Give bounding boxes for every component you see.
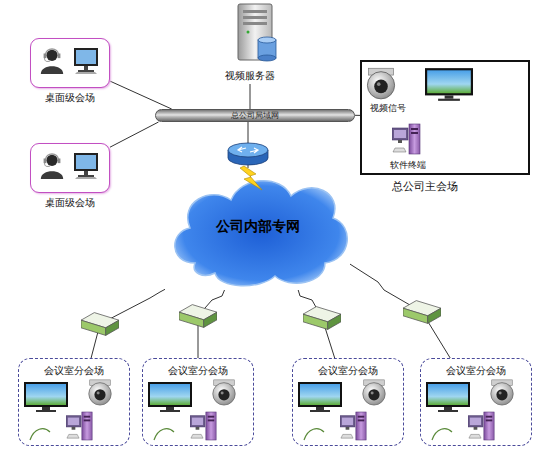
branch-venue: 会议室分会场	[292, 358, 404, 446]
pc-icon	[392, 124, 420, 154]
main-venue: 总公司主会场	[360, 60, 530, 175]
router-icon	[81, 313, 119, 336]
network-link	[298, 290, 335, 358]
router-icon	[403, 301, 441, 324]
network-link	[250, 84, 251, 109]
network-link	[248, 122, 249, 168]
branch-venue: 会议室分会场	[18, 358, 130, 446]
network-link	[198, 290, 225, 358]
branch-venue: 会议室分会场	[142, 358, 254, 446]
node-label: 桌面级会场	[31, 92, 109, 104]
router-icon	[303, 307, 341, 330]
node-label: 会议室分会场	[143, 365, 253, 377]
tv-icon	[425, 68, 473, 101]
branch-venue: 会议室分会场	[420, 358, 532, 446]
person-icon	[41, 154, 63, 179]
router-icon	[179, 305, 217, 328]
branch-equipment	[298, 380, 385, 440]
desktop-venue: 桌面级会场	[30, 143, 110, 193]
network-link	[91, 289, 165, 358]
monitor-icon	[74, 153, 98, 179]
node-label: 会议室分会场	[293, 365, 403, 377]
node-label: 会议室分会场	[19, 365, 129, 377]
server-icon	[238, 4, 276, 61]
main-router	[228, 143, 268, 165]
network-link	[110, 122, 159, 147]
branch-equipment	[426, 380, 513, 440]
server-node: 视频服务器	[212, 2, 288, 84]
node-label: 桌面级会场	[31, 197, 109, 209]
node-label: 总公司局域网	[156, 110, 354, 121]
network-link	[110, 81, 172, 109]
node-label: 总公司主会场	[392, 180, 458, 193]
monitor-icon	[74, 48, 98, 74]
lightning-bolt	[240, 166, 262, 190]
camera-icon	[367, 68, 394, 99]
desktop-venue: 桌面级会场	[30, 38, 110, 88]
branch-equipment	[24, 380, 111, 440]
node-label: 视频服务器	[212, 70, 288, 82]
node-label: 公司内部专网	[165, 218, 350, 234]
lan-pipe: 总公司局域网	[155, 109, 355, 122]
person-icon	[41, 49, 63, 74]
node-label: 会议室分会场	[421, 365, 531, 377]
private-network-cloud: 公司内部专网	[165, 168, 350, 290]
branch-equipment	[148, 380, 235, 440]
network-link	[350, 264, 450, 358]
